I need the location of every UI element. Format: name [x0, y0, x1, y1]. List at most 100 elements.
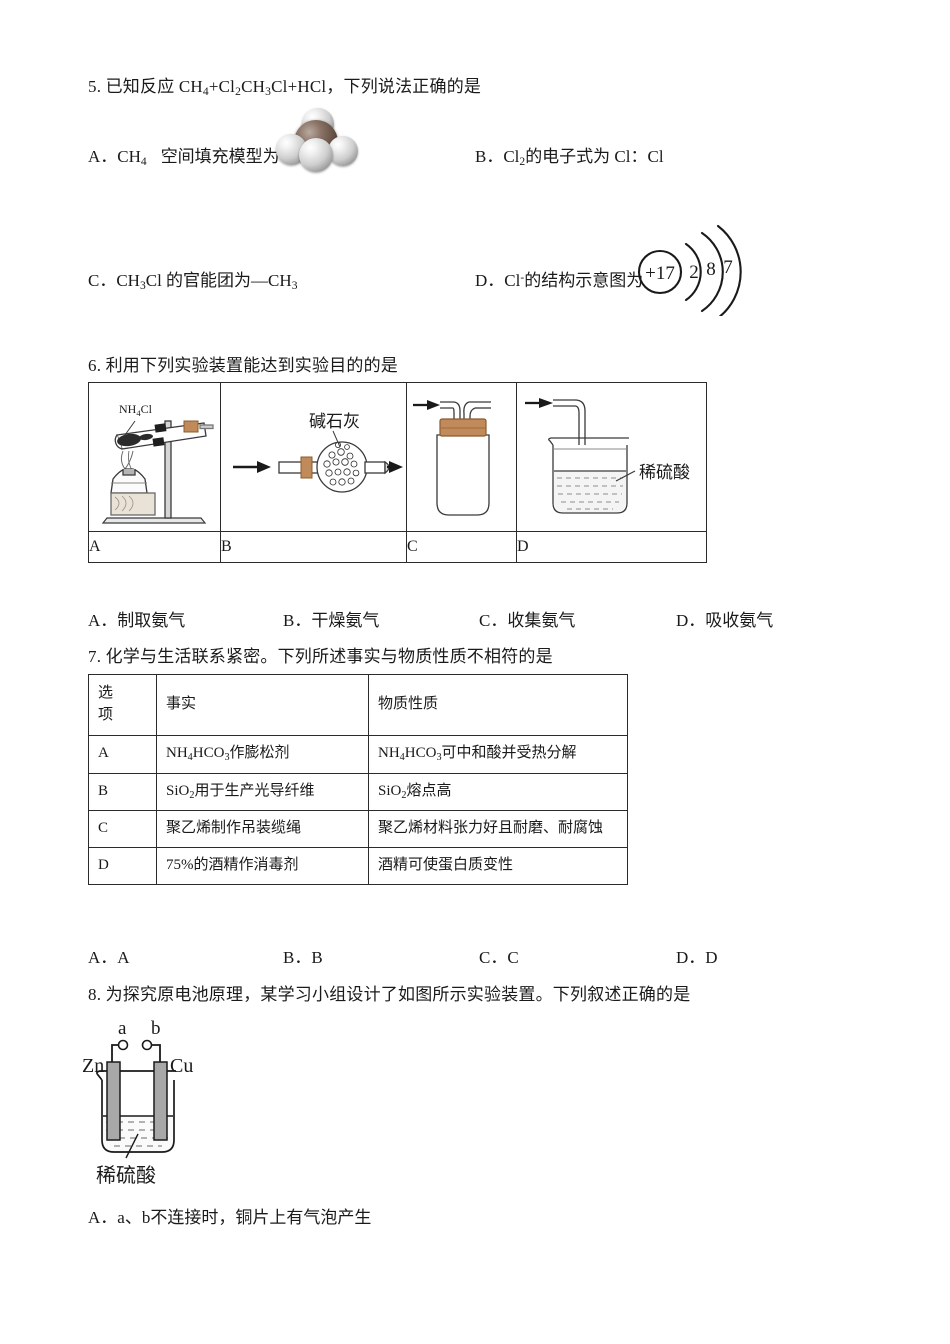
header-option-line-2: 项 [98, 707, 114, 723]
q8-option-a[interactable]: A．a、b不连接时，铜片上有气泡产生 [88, 1205, 371, 1231]
header-option: 选 项 [88, 674, 157, 736]
q5-number: 5. [88, 77, 102, 96]
apparatus-cell-c[interactable] [406, 382, 517, 532]
table-row[interactable]: D 75%的酒精作消毒剂 酒精可使蛋白质变性 [88, 847, 628, 885]
solution-leader-line [125, 1133, 139, 1159]
hydrogen-sphere-right [328, 136, 358, 166]
zinc-electrode [106, 1061, 121, 1141]
q5-option-a-text: 空间填充模型为 [160, 147, 280, 166]
galvanic-cell-diagram: a b Zn Cu [78, 1012, 308, 1192]
q5-stem-part-c: CH [241, 77, 266, 96]
q5-option-c-sub-1: 3 [139, 279, 146, 293]
q5-stem-part-b: +Cl [208, 77, 236, 96]
q7-option-b-key: B． [283, 948, 312, 967]
beaker-spout [96, 1070, 176, 1081]
q5-option-c-sub-2: 3 [291, 279, 298, 293]
q5-option-a-prefix: A．CH [88, 147, 141, 166]
apparatus-label-a: A [88, 531, 221, 563]
q6-option-a-key: A． [88, 611, 118, 630]
shell-count-1: 2 [689, 262, 699, 283]
table-row[interactable]: A NH4HCO3作膨松剂 NH4HCO3可中和酸并受热分解 [88, 735, 628, 774]
zinc-electrode-label: Zn [82, 1055, 104, 1077]
apparatus-cell-a[interactable]: NH4Cl [88, 382, 221, 532]
q5-option-d-text: 的结构示意图为 [524, 271, 644, 290]
row-b-fact: SiO2用于生产光导纤维 [156, 772, 369, 812]
q8-option-a-key: A． [88, 1208, 118, 1227]
q5-option-b-text: 的电子式为 Cl：Cl [525, 147, 664, 166]
apparatus-label-row: A B C D [88, 531, 707, 563]
q5-stem-sub-1: 4 [202, 85, 209, 99]
question-5-stem: 5. 已知反应 CH4+Cl2CH3Cl+HCl，下列说法正确的是 [88, 74, 481, 101]
apparatus-a-caption: NH4Cl [119, 402, 153, 418]
wire-right [151, 1044, 161, 1065]
q5-option-d[interactable]: D．Cl-的结构示意图为 [475, 268, 643, 294]
property-fact-table: 选 项 事实 物质性质 A NH4HCO3作膨松剂 NH4HCO3可中和酸并受热… [88, 674, 628, 885]
q7-option-c[interactable]: C．C [479, 945, 519, 971]
q5-option-a-sub: 4 [140, 155, 147, 169]
q7-option-d[interactable]: D．D [676, 945, 718, 971]
q7-option-a[interactable]: A．A [88, 945, 130, 971]
q5-stem-part-d: Cl+HCl，下列说法正确的是 [271, 77, 482, 96]
q7-option-c-key: C． [479, 948, 508, 967]
row-c-option: C [88, 810, 157, 848]
apparatus-cell-d[interactable]: 稀硫酸 [516, 382, 707, 532]
shell-count-2: 8 [706, 259, 716, 280]
hydrogen-sphere-front [299, 138, 333, 172]
table-header-row: 选 项 事实 物质性质 [88, 674, 628, 736]
apparatus-label-b: B [220, 531, 407, 563]
apparatus-label-c: C [406, 531, 517, 563]
q5-option-b[interactable]: B．Cl2的电子式为 Cl：Cl [475, 144, 664, 171]
header-property: 物质性质 [368, 674, 628, 736]
apparatus-d-caption: 稀硫酸 [639, 463, 690, 482]
q6-option-a-text: 制取氨气 [117, 611, 186, 630]
solution-label: 稀硫酸 [96, 1164, 156, 1187]
q6-option-b-key: B． [283, 611, 312, 630]
copper-electrode [153, 1061, 168, 1141]
table-row[interactable]: B SiO2用于生产光导纤维 SiO2熔点高 [88, 772, 628, 812]
q5-option-a[interactable]: A．CH4 空间填充模型为 [88, 144, 280, 171]
q7-option-c-text: C [507, 948, 519, 967]
question-8-stem: 8. 为探究原电池原理，某学习小组设计了如图所示实验装置。下列叙述正确的是 [88, 985, 691, 1004]
nucleus-circle [637, 249, 683, 295]
table-row[interactable]: C 聚乙烯制作吊装缆绳 聚乙烯材料张力好且耐磨、耐腐蚀 [88, 810, 628, 848]
ch4-space-filling-model [276, 108, 364, 172]
q5-option-d-sup: - [520, 270, 525, 284]
row-d-property: 酒精可使蛋白质变性 [368, 847, 628, 885]
row-c-fact: 聚乙烯制作吊装缆绳 [156, 810, 369, 848]
row-b-property: SiO2熔点高 [368, 772, 628, 812]
terminal-b-label: b [151, 1018, 161, 1039]
q5-option-c[interactable]: C．CH3Cl 的官能团为—CH3 [88, 268, 297, 295]
row-d-fact: 75%的酒精作消毒剂 [156, 847, 369, 885]
row-c-property: 聚乙烯材料张力好且耐磨、耐腐蚀 [368, 810, 628, 848]
q6-option-a[interactable]: A．制取氨气 [88, 608, 185, 634]
q6-option-c-text: 收集氨气 [507, 611, 576, 630]
row-a-property: NH4HCO3可中和酸并受热分解 [368, 735, 628, 774]
terminal-b-node [141, 1039, 153, 1051]
q8-option-a-text: a、b不连接时，铜片上有气泡产生 [117, 1208, 372, 1227]
terminal-a-node [117, 1039, 129, 1051]
q6-option-b[interactable]: B．干燥氨气 [283, 608, 379, 634]
q5-option-c-prefix: C．CH [88, 271, 140, 290]
beaker-outline [101, 1080, 175, 1153]
row-b-option: B [88, 772, 157, 812]
q7-option-a-text: A [117, 948, 130, 967]
row-d-option: D [88, 847, 157, 885]
beaker-absorption-apparatus: 稀硫酸 [517, 383, 706, 531]
q6-option-c-key: C． [479, 611, 508, 630]
header-fact: 事实 [156, 674, 369, 736]
drying-tube-apparatus: 碱石灰 [221, 383, 406, 531]
q6-option-d[interactable]: D．吸收氨气 [676, 608, 773, 634]
chloride-ion-shell-diagram: +17 2 8 7 [634, 224, 754, 316]
q6-option-c[interactable]: C．收集氨气 [479, 608, 575, 634]
q5-stem-sub-2: 2 [235, 85, 242, 99]
question-7-stem: 7. 化学与生活联系紧密。下列所述事实与物质性质不相符的是 [88, 647, 553, 666]
q5-stem-part-a: 已知反应 CH [105, 77, 203, 96]
gas-washing-bottle-apparatus [407, 383, 516, 531]
apparatus-cell-b[interactable]: 碱石灰 [220, 382, 407, 532]
header-option-line-1: 选 [98, 685, 114, 702]
q5-stem-sub-3: 3 [265, 85, 272, 99]
nucleus-charge-label: +17 [645, 263, 675, 284]
row-a-fact: NH4HCO3作膨松剂 [156, 735, 369, 774]
q7-option-b[interactable]: B．B [283, 945, 323, 971]
